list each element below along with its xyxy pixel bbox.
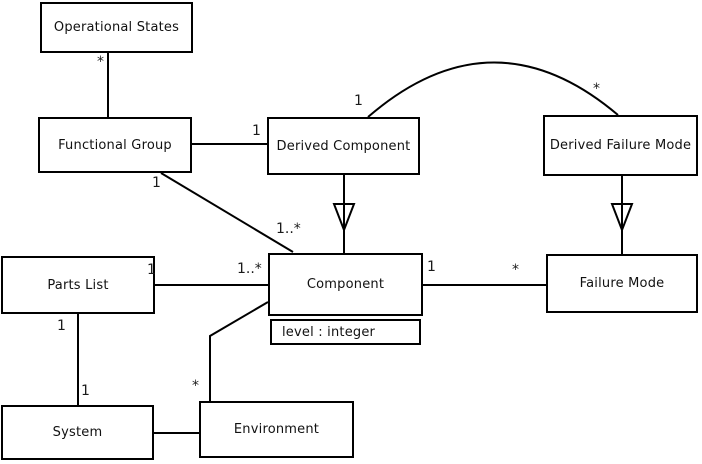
generalization-arrowhead-derived-failure-mode bbox=[610, 203, 634, 233]
multiplicity-label: 1 bbox=[57, 318, 66, 334]
edge-functional-group-component bbox=[160, 172, 294, 253]
generalization-arrowhead-derived-component bbox=[332, 203, 356, 233]
class-box-environment: Environment bbox=[199, 401, 354, 458]
multiplicity-label: 1 bbox=[81, 383, 90, 399]
class-name: Environment bbox=[233, 422, 320, 437]
class-box-failure-mode: Failure Mode bbox=[546, 254, 698, 313]
class-box-derived-component: Derived Component bbox=[267, 117, 420, 175]
class-box-system: System bbox=[1, 405, 154, 460]
class-name: Derived Failure Mode bbox=[549, 138, 692, 153]
multiplicity-label: 1 bbox=[252, 123, 261, 139]
edge-environment-component bbox=[209, 301, 269, 401]
class-box-functional-group: Functional Group bbox=[38, 117, 192, 173]
multiplicity-label: * bbox=[512, 262, 519, 278]
class-name: Component bbox=[306, 277, 385, 292]
multiplicity-label: 1 bbox=[152, 175, 161, 191]
multiplicity-label: * bbox=[192, 378, 199, 394]
class-attribute: level : integer bbox=[282, 324, 376, 340]
class-name: Functional Group bbox=[58, 137, 172, 153]
class-name: Failure Mode bbox=[579, 276, 665, 291]
class-box-derived-failure-mode: Derived Failure Mode bbox=[543, 115, 698, 176]
multiplicity-label: 1 bbox=[427, 259, 436, 275]
class-box-component: Component bbox=[268, 253, 423, 316]
multiplicity-label: * bbox=[97, 54, 104, 70]
class-box-component-attributes: level : integer bbox=[270, 319, 421, 345]
multiplicity-label: 1..* bbox=[237, 261, 262, 277]
class-box-parts-list: Parts List bbox=[1, 256, 155, 314]
class-name: Operational States bbox=[53, 20, 180, 35]
multiplicity-label: * bbox=[593, 81, 600, 97]
multiplicity-label: 1 bbox=[147, 262, 156, 278]
class-name: Parts List bbox=[47, 277, 109, 293]
class-name: Derived Component bbox=[276, 138, 411, 154]
edge-derived-component-derived-failure-mode-arc bbox=[367, 61, 619, 118]
class-box-operational-states: Operational States bbox=[40, 2, 193, 53]
class-name: System bbox=[52, 425, 103, 440]
multiplicity-label: 1 bbox=[354, 93, 363, 109]
multiplicity-label: 1..* bbox=[276, 221, 301, 237]
